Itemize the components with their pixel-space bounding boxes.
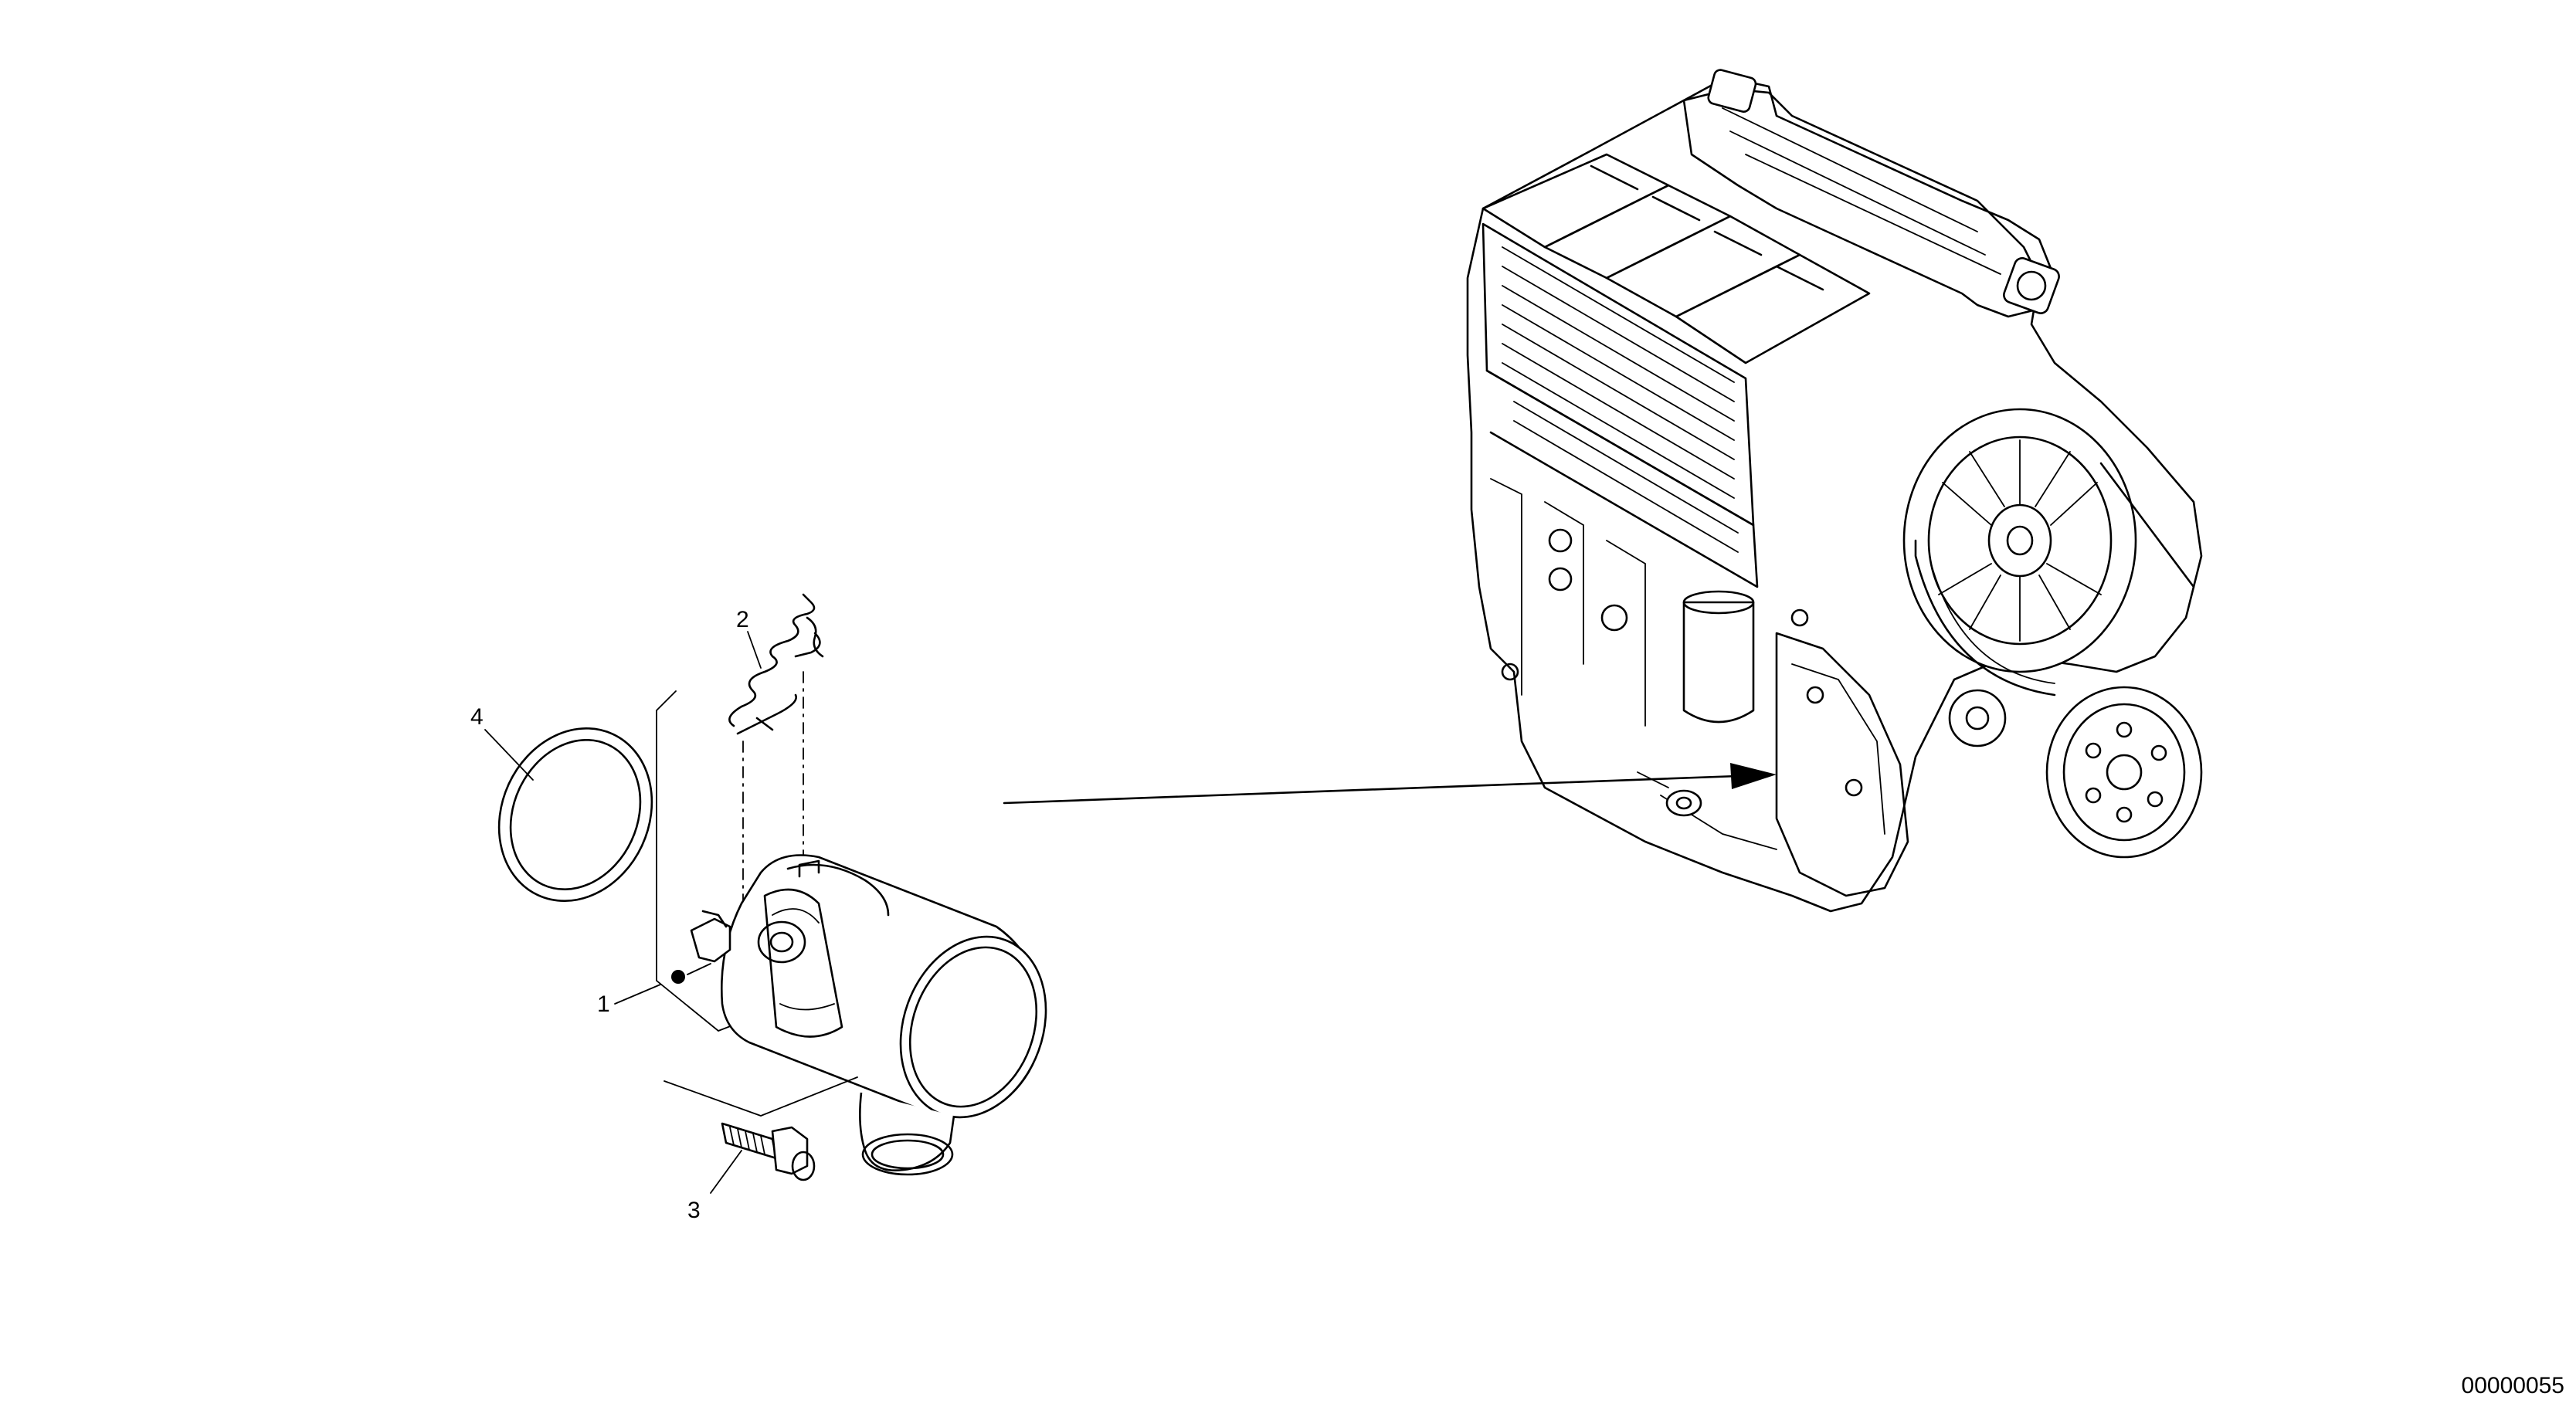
filter-assembly (656, 690, 1047, 1176)
sealing-ring (497, 727, 653, 902)
crankshaft-pulley (2045, 686, 2203, 859)
engine-assembly (1466, 69, 2203, 913)
callout-3: 3 (687, 1198, 701, 1223)
plug-dot (671, 970, 685, 984)
callout-1: 1 (597, 991, 610, 1017)
callout-2: 2 (736, 607, 749, 632)
spring (728, 593, 824, 927)
cooling-fan-pulley (1902, 408, 2137, 673)
location-arrow (1003, 763, 1777, 805)
leader-lines (484, 631, 762, 1194)
callout-4: 4 (470, 704, 484, 730)
document-number: 00000055 (2462, 1373, 2564, 1398)
mounting-bolt-small (1665, 789, 1702, 817)
bolt (721, 1122, 816, 1181)
